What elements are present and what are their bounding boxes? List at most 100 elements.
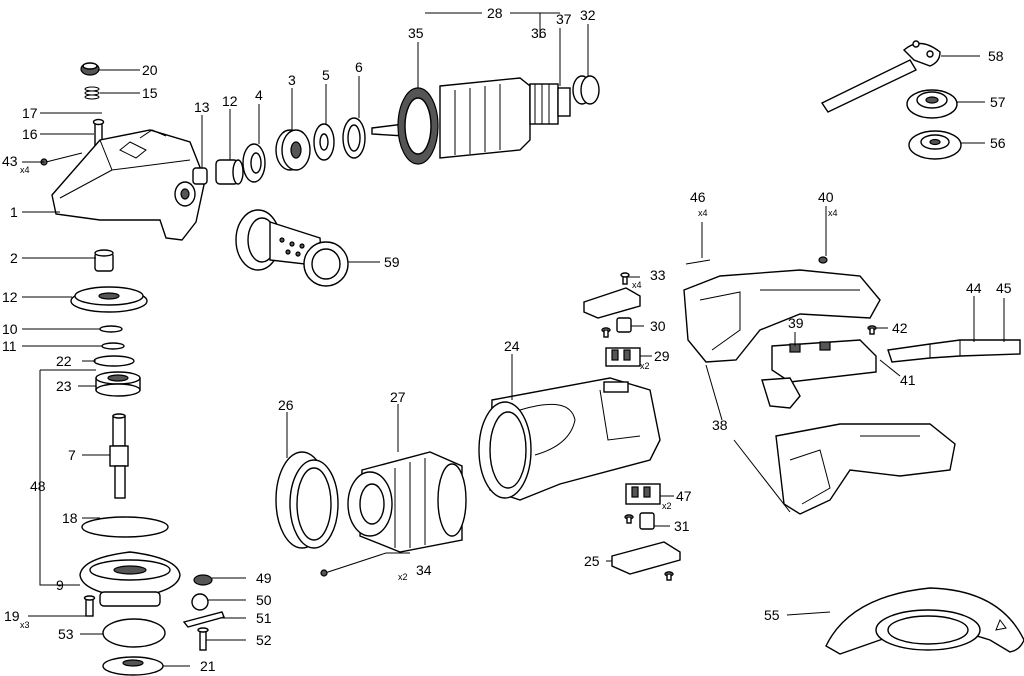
- part-38-handle-lower: [775, 423, 956, 515]
- label-46: 46: [690, 189, 706, 205]
- label-26: 26: [278, 397, 294, 413]
- label-9: 9: [56, 577, 64, 593]
- part-51-lever: [182, 611, 225, 628]
- part-33-screw: [620, 272, 630, 285]
- part-20-nut: [80, 62, 100, 76]
- label-57: 57: [990, 94, 1006, 110]
- part-6-circlip: [342, 117, 366, 159]
- label-12-upper: 12: [222, 93, 238, 109]
- part-27-stator: [347, 451, 467, 553]
- label-19: 19: [4, 608, 20, 624]
- part-59-side-handle: [235, 209, 349, 287]
- part-32-bearing: [572, 75, 600, 105]
- part-18-o-ring: [81, 516, 169, 538]
- label-55: 55: [764, 607, 780, 623]
- part-34-screw: [320, 552, 387, 577]
- part-40-screw: [818, 256, 828, 264]
- label-51: 51: [256, 610, 272, 626]
- label-16: 16: [22, 126, 38, 142]
- label-1: 1: [10, 204, 18, 220]
- label-23: 23: [56, 378, 72, 394]
- label-53: 53: [58, 626, 74, 642]
- part-42-screw: [867, 325, 877, 335]
- part-small-screw-30: [601, 327, 611, 338]
- part-30-block: [616, 317, 632, 333]
- label-40-qty: x4: [828, 208, 838, 218]
- label-58: 58: [988, 48, 1004, 64]
- label-28: 28: [487, 5, 503, 21]
- label-43: 43: [2, 153, 18, 169]
- label-38: 38: [712, 417, 728, 433]
- part-43-screw: [40, 152, 83, 166]
- label-52: 52: [256, 632, 272, 648]
- part-50-button: [191, 593, 209, 611]
- part-labels: 20 15 17 16 43 x4 1 2 12 10 11 22 23 7 1…: [2, 5, 1012, 674]
- label-18: 18: [62, 510, 78, 526]
- part-58-spanner: [820, 40, 941, 113]
- part-47-switch: [625, 483, 661, 505]
- part-12-flange-lower: [70, 286, 148, 313]
- label-15: 15: [142, 85, 158, 101]
- leader-lines: [22, 12, 1005, 667]
- label-2: 2: [10, 250, 18, 266]
- label-5: 5: [322, 67, 330, 83]
- part-49-washer: [193, 574, 213, 586]
- part-44-45-cable: [887, 339, 1021, 363]
- label-44: 44: [966, 280, 982, 296]
- part-24-motor-housing: [478, 377, 661, 501]
- label-33-qty: x4: [632, 280, 642, 290]
- part-46-screw: [685, 259, 711, 265]
- label-10: 10: [2, 321, 18, 337]
- label-13: 13: [194, 99, 210, 115]
- label-48: 48: [30, 478, 46, 494]
- part-53-o-ring: [102, 618, 166, 648]
- part-13-nut: [192, 167, 208, 185]
- label-21: 21: [200, 658, 216, 674]
- label-31: 31: [674, 518, 690, 534]
- label-40: 40: [818, 189, 834, 205]
- part-10-ring: [99, 325, 123, 333]
- part-1-gear-housing: [51, 129, 206, 241]
- part-52-screw: [197, 627, 209, 651]
- label-56: 56: [990, 135, 1006, 151]
- part-23-bearing: [95, 371, 141, 397]
- label-32: 32: [580, 7, 596, 23]
- part-19-screw: [83, 595, 96, 617]
- label-29: 29: [654, 348, 670, 364]
- label-7: 7: [68, 447, 76, 463]
- part-38-handle-half: [683, 269, 881, 363]
- part-7-spindle: [109, 413, 129, 499]
- label-39: 39: [788, 315, 804, 331]
- label-59: 59: [384, 254, 400, 270]
- part-small-screw-25: [664, 571, 674, 581]
- label-47-qty: x2: [662, 501, 672, 511]
- part-56-flange: [908, 130, 962, 160]
- label-34: 34: [416, 562, 432, 578]
- part-39-electronics: [761, 339, 877, 409]
- label-3: 3: [288, 72, 296, 88]
- part-21-flange-nut: [102, 656, 164, 676]
- label-17: 17: [22, 105, 38, 121]
- part-26-baffle: [275, 451, 339, 549]
- part-35-armature: [371, 77, 571, 165]
- label-11: 11: [2, 338, 17, 354]
- label-45: 45: [996, 280, 1012, 296]
- label-49: 49: [256, 570, 272, 586]
- label-50: 50: [256, 592, 272, 608]
- label-41: 41: [900, 372, 916, 388]
- part-57-flange-nut: [906, 89, 958, 119]
- label-20: 20: [142, 62, 158, 78]
- part-drawings: [40, 40, 1024, 676]
- label-19-qty: x3: [20, 620, 30, 630]
- label-6: 6: [355, 59, 363, 75]
- label-25: 25: [584, 553, 600, 569]
- label-24: 24: [504, 338, 520, 354]
- part-2-bushing: [94, 249, 114, 272]
- label-29-qty: x2: [640, 361, 650, 371]
- label-43-qty: x4: [20, 165, 30, 175]
- part-15-spring: [84, 86, 100, 100]
- part-25-cover: [611, 541, 681, 575]
- label-47: 47: [676, 488, 692, 504]
- label-30: 30: [650, 318, 666, 334]
